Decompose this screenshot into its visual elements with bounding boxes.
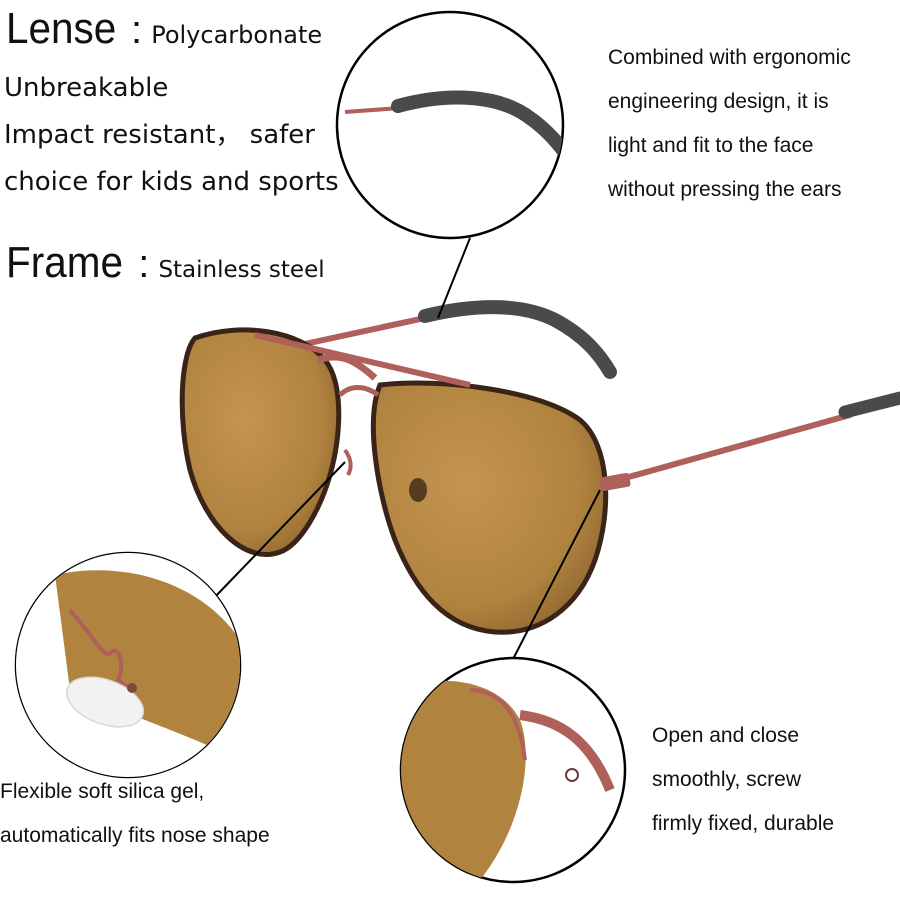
lense-heading: Lense xyxy=(6,4,117,53)
lense-feature-3: choice for kids and sports xyxy=(4,167,339,197)
left-lens xyxy=(179,327,342,557)
temple-detail-circle xyxy=(335,10,565,240)
near-temple-arm xyxy=(299,315,426,348)
frame-heading-row: Frame : Stainless steel xyxy=(6,238,325,288)
hinge-caption-line-1: Open and close xyxy=(652,724,800,747)
temple-caption-line-4: without pressing the ears xyxy=(608,178,842,201)
far-temple-arm xyxy=(622,412,853,481)
nose-caption: Flexible soft silica gel, automatically … xyxy=(0,770,270,858)
nose-bridge xyxy=(338,385,380,398)
lense-colon: : xyxy=(130,8,143,52)
temple-caption-line-2: engineering design, it is xyxy=(608,90,829,113)
hinge-caption: Open and close smoothly, screw firmly fi… xyxy=(652,714,834,846)
hinge-detail xyxy=(401,680,615,880)
callout-line-nose xyxy=(211,461,346,601)
nose-caption-line-2: automatically fits nose shape xyxy=(0,824,270,847)
callout-line-temple xyxy=(437,237,471,319)
hinge-caption-line-3: firmly fixed, durable xyxy=(652,812,835,835)
nose-pad xyxy=(409,478,427,502)
lense-heading-row: Lense : Polycarbonate xyxy=(6,4,322,54)
callout-line-hinge xyxy=(509,489,601,666)
right-lens xyxy=(370,380,609,635)
frame-heading: Frame xyxy=(6,238,123,287)
hinge-caption-line-2: smoothly, screw xyxy=(652,768,801,791)
nose-pad-arm xyxy=(343,448,353,476)
nose-caption-line-1: Flexible soft silica gel, xyxy=(0,780,205,803)
lense-feature-2: Impact resistant， safer xyxy=(4,120,315,150)
frame-colon: : xyxy=(138,242,150,286)
nose-detail xyxy=(16,553,240,777)
temple-caption-line-3: light and fit to the face xyxy=(608,134,814,157)
temple-detail xyxy=(344,90,563,167)
lense-feature-1: Unbreakable xyxy=(4,73,169,103)
hinge xyxy=(599,472,631,492)
lense-material: Polycarbonate xyxy=(151,21,323,49)
temple-caption: Combined with ergonomic engineering desi… xyxy=(608,36,851,212)
temple-caption-line-1: Combined with ergonomic xyxy=(608,46,851,69)
double-bridge xyxy=(316,353,378,381)
top-bar xyxy=(254,332,471,388)
near-temple-tip xyxy=(418,300,617,379)
frame-material: Stainless steel xyxy=(158,257,325,283)
far-temple-tip xyxy=(838,391,900,419)
